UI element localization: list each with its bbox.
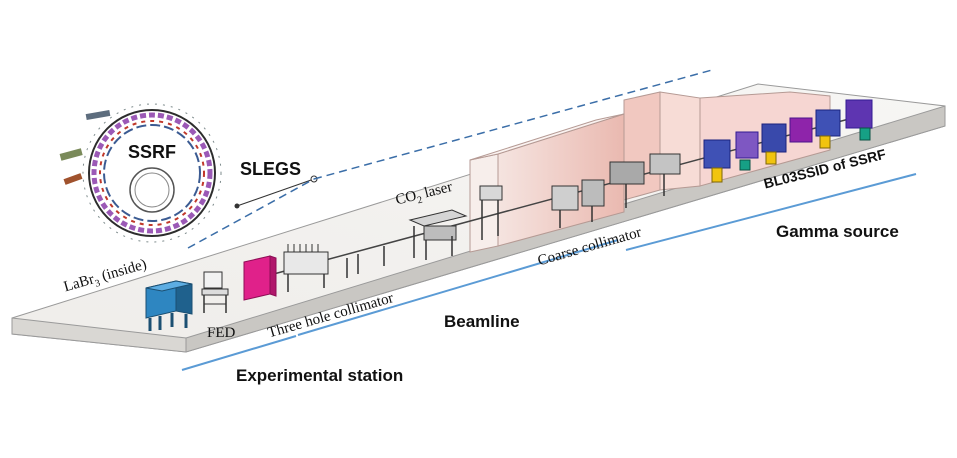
beamline-line — [297, 239, 619, 336]
experimental-station-label: Experimental station — [236, 366, 404, 385]
collimator-shield — [243, 255, 277, 301]
ssrf-ring-inset — [59, 103, 240, 243]
labr3-detector — [145, 280, 193, 331]
projection-line-lower — [187, 178, 315, 249]
three-hole-collimator — [283, 244, 385, 292]
co2-laser-table — [408, 209, 468, 260]
beamline-section-label: Beamline — [444, 312, 520, 331]
slegs-leader-line — [236, 178, 315, 207]
entrance-stand — [479, 185, 503, 240]
beamline-name-label: SLEGS — [240, 159, 302, 179]
experimental-station-line — [181, 335, 297, 371]
fed-station — [201, 271, 229, 313]
coarse-collimator-equipment — [551, 153, 681, 228]
gamma-source-line — [625, 173, 917, 251]
ring-label: SSRF — [128, 142, 177, 162]
fed-label: FED — [207, 325, 236, 341]
gamma-source-magnets — [703, 99, 873, 183]
section-lines — [181, 173, 917, 371]
gamma-source-label: Gamma source — [776, 222, 899, 241]
projection-line-upper — [313, 69, 713, 180]
